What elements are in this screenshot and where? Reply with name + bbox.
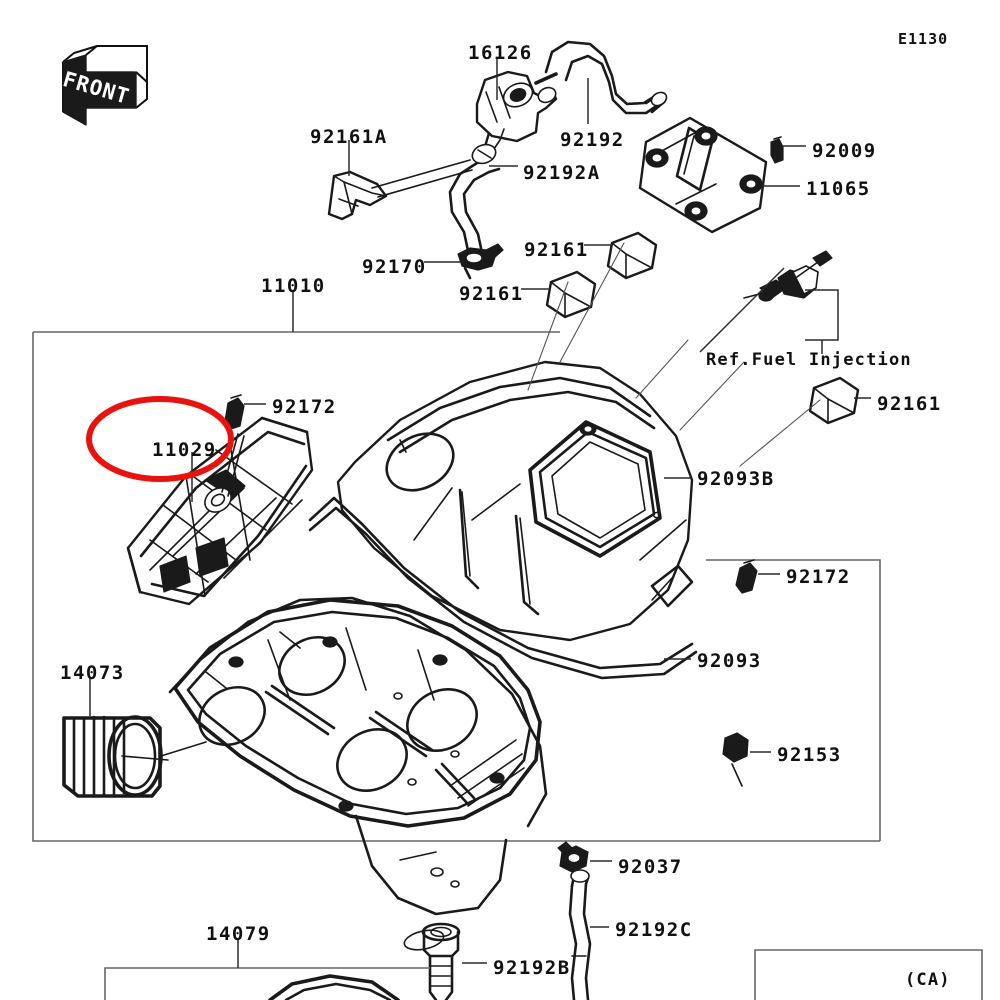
callout-14079: 14079 xyxy=(206,923,271,945)
group-11010-box xyxy=(32,331,881,842)
callout-11065: 11065 xyxy=(806,178,871,200)
callout-92037: 92037 xyxy=(618,856,683,878)
callout-92161-right: 92161 xyxy=(877,393,942,415)
group-leader-lines xyxy=(89,58,871,968)
group-bottom-boxes xyxy=(104,949,983,1000)
callout-92172-right: 92172 xyxy=(786,566,851,588)
callout-92093: 92093 xyxy=(697,650,762,672)
callout-92161-lower: 92161 xyxy=(459,283,524,305)
callout-16126: 16126 xyxy=(468,42,533,64)
part-92170 xyxy=(457,243,504,280)
part-92192A xyxy=(448,143,501,264)
callout-92192B: 92192B xyxy=(493,957,571,979)
part-92153-bolt xyxy=(722,732,749,787)
callout-11010: 11010 xyxy=(261,275,326,297)
callout-92192C: 92192C xyxy=(615,919,693,941)
part-11029-air-filter xyxy=(126,416,314,606)
drawing-code: E1130 xyxy=(898,30,949,48)
part-92192B-plug xyxy=(421,922,461,1000)
callout-11029: 11029 xyxy=(152,439,217,461)
callout-92161A: 92161A xyxy=(310,126,388,148)
part-92172-right xyxy=(735,559,758,594)
callout-92170: 92170 xyxy=(362,256,427,278)
part-throttle-body-assembly xyxy=(173,598,542,951)
callout-14073: 14073 xyxy=(60,662,125,684)
part-ref-fuel-injection xyxy=(699,250,839,354)
part-92009 xyxy=(770,136,784,164)
callout-92009: 92009 xyxy=(812,140,877,162)
part-92161-a xyxy=(606,231,658,280)
part-92037-clamp xyxy=(557,841,589,873)
part-92093B-housing-upper xyxy=(308,360,698,680)
callout-92153: 92153 xyxy=(777,744,842,766)
part-92192 xyxy=(544,40,668,115)
callout-92192A: 92192A xyxy=(523,162,601,184)
part-14079-lower-contour xyxy=(268,974,400,1000)
callout-92093B: 92093B xyxy=(697,468,775,490)
ref-fuel-injection-note: Ref.Fuel Injection xyxy=(706,350,912,370)
part-92161-c xyxy=(808,376,860,425)
part-11065 xyxy=(638,116,768,234)
front-arrow-icon: FRONT xyxy=(60,45,148,126)
highlight-ellipse-11029 xyxy=(86,396,234,482)
part-92192C-hose xyxy=(568,869,592,1000)
callout-92172-upper: 92172 xyxy=(272,396,337,418)
part-92161A xyxy=(327,159,473,221)
region-note-ca: (CA) xyxy=(905,970,951,990)
part-14073-duct xyxy=(62,715,207,798)
callout-92161-upper: 92161 xyxy=(524,239,589,261)
callout-92192: 92192 xyxy=(560,129,625,151)
